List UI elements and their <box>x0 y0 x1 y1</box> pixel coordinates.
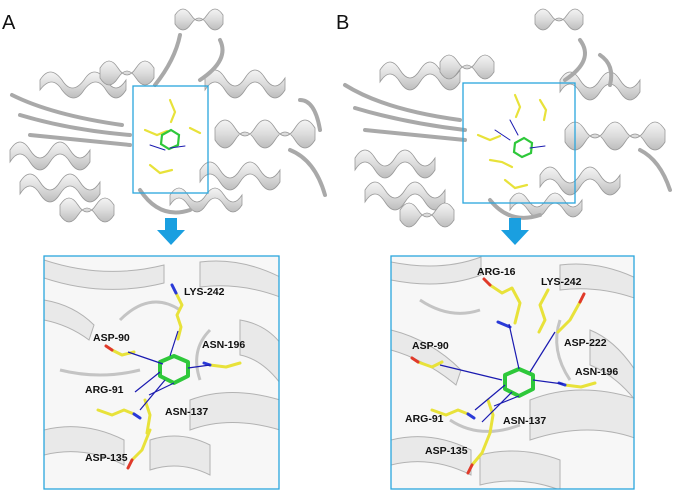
residue-label: ASP-135 <box>85 452 128 464</box>
residue-label: ASP-222 <box>564 337 607 349</box>
protein-overview-b <box>343 8 672 228</box>
residue-label: ARG-16 <box>477 266 516 278</box>
down-arrow-icon <box>501 218 529 245</box>
residue-label: ARG-91 <box>85 384 124 396</box>
residue-label: ASN-196 <box>575 366 618 378</box>
residue-label: ASN-196 <box>202 339 245 351</box>
residue-label: LYS-242 <box>184 286 225 298</box>
residue-label: ASP-135 <box>425 445 468 457</box>
highlight-box-b <box>462 82 576 204</box>
residue-label: ASP-90 <box>93 332 130 344</box>
residue-label: LYS-242 <box>541 276 582 288</box>
highlight-box-a <box>132 85 209 194</box>
protein-overview-a <box>9 8 327 223</box>
residue-label: ASN-137 <box>503 415 546 427</box>
panel-letter-b: B <box>336 12 350 34</box>
zoom-panel-a: LYS-242 ASP-90 ASN-196 ARG-91 ASN-137 AS… <box>43 255 280 490</box>
residue-label: ASP-90 <box>412 340 449 352</box>
residue-label: ARG-91 <box>405 413 444 425</box>
zoom-panel-b: ARG-16 LYS-242 ASP-90 ASP-222 ASN-196 AR… <box>390 255 635 490</box>
down-arrow-icon <box>157 218 185 245</box>
residue-label: ASN-137 <box>165 406 208 418</box>
panel-letter-a: A <box>2 12 16 34</box>
